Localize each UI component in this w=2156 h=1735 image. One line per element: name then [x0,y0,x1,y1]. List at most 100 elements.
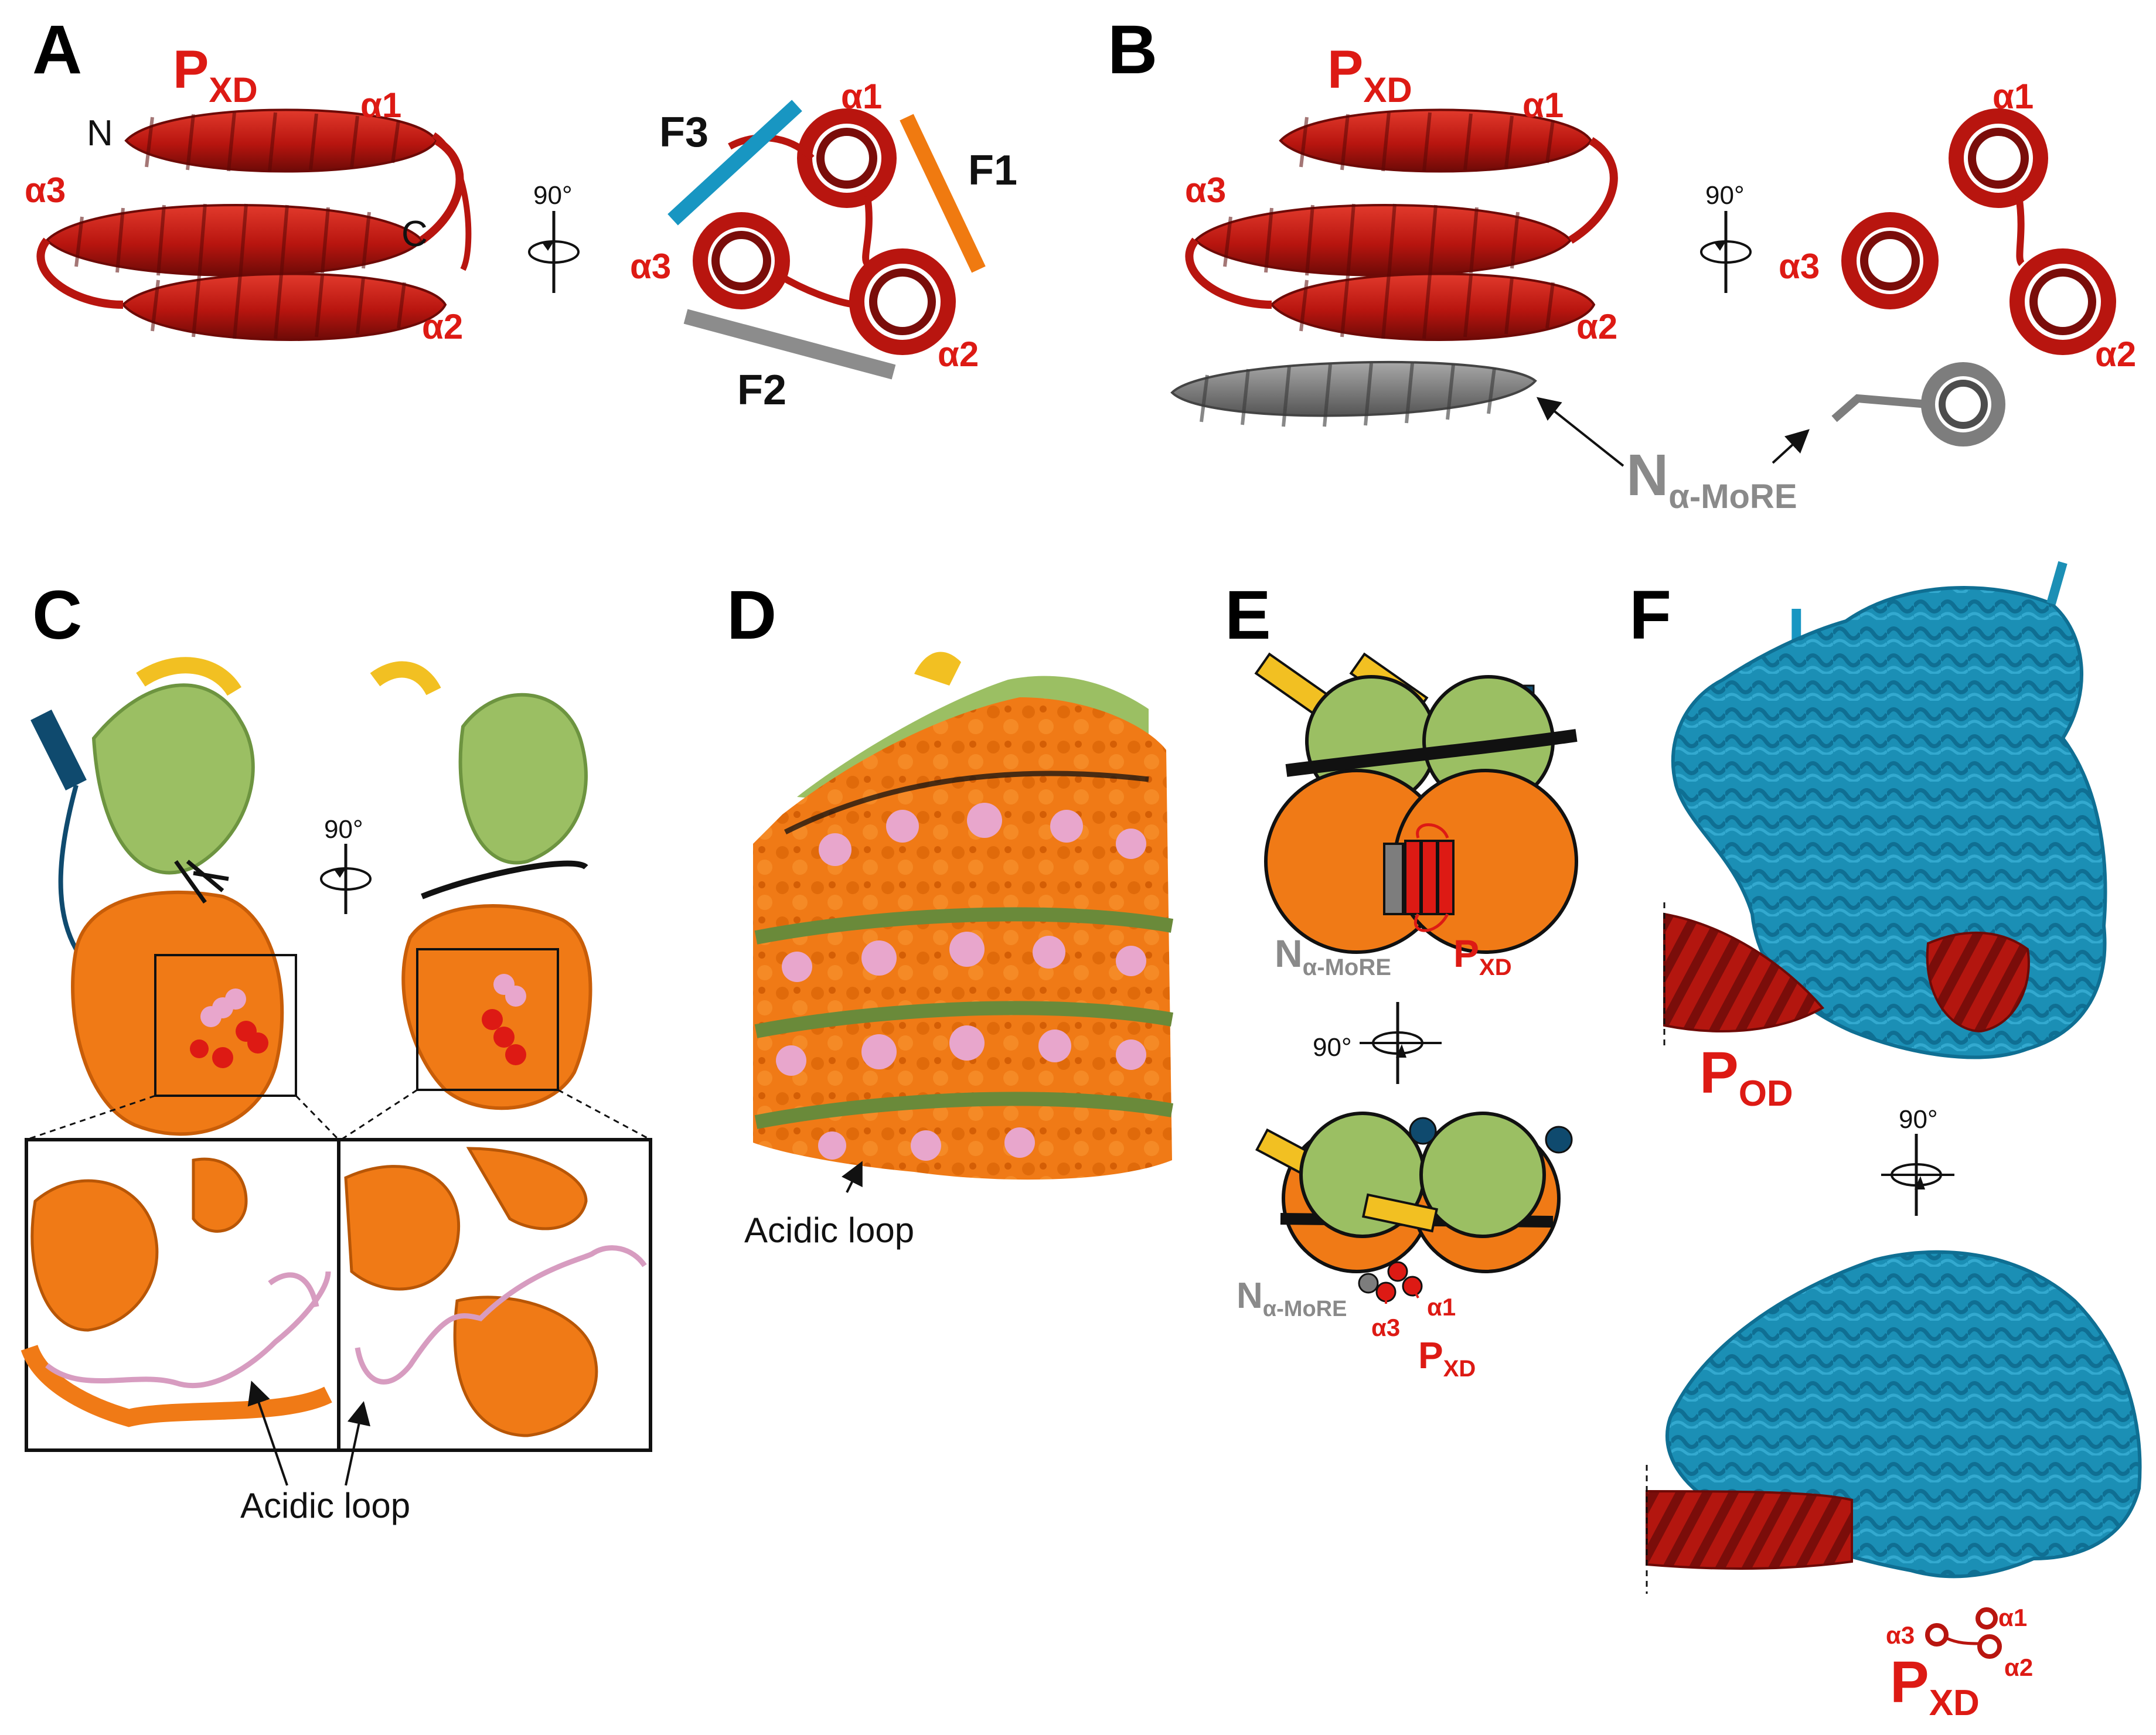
pxd-title-sub: XD [209,70,257,110]
a-side-alpha1: α1 [360,86,401,125]
e-top-partner-sub: α-MoRE [1263,1297,1347,1321]
f-pod-sub: OD [1739,1073,1793,1114]
b-pxd-bundle-top-view [1841,108,2116,355]
b-partner-label: Nα-MoRE [1626,442,1797,516]
c-zoom-right [337,1138,652,1452]
a-rotation-label: 90° [533,181,573,210]
c-structure-left [30,657,297,1136]
face-f1-bar [900,114,986,273]
b-arrow-side [1536,397,1624,467]
b-pxd-title-sub: XD [1363,70,1412,110]
b-top-alpha2: α2 [2095,335,2136,374]
a-top-alpha3: α3 [630,247,671,286]
b-rotation-label: 90° [1705,181,1745,210]
e-schematic-top [1255,1112,1573,1304]
c-arrow-left [247,1380,288,1486]
b-top-alpha3: α3 [1779,247,1820,286]
e-top-pxd-sub: XD [1443,1356,1476,1382]
panel-f: F L POD 90° [1629,561,2142,1723]
face-f3-label: F3 [659,109,709,156]
panel-d-letter: D [727,577,776,654]
c-rotation-symbol [320,844,372,914]
b-top-alpha1: α1 [1992,77,2034,116]
face-f2-label: F2 [737,367,786,414]
e-top-partner-label: Nα-MoRE [1237,1276,1347,1321]
a-rotation-symbol [528,211,580,293]
panel-d: D Acidic loop [727,577,1174,1250]
c-zoom-lines [26,1089,651,1141]
panel-b-pxd-title: PXD [1327,40,1412,110]
e-side-pxd-main: P [1453,932,1479,975]
panel-e: E Nα-MoRE PXD [1225,577,1578,1382]
pxd-bundle-top-view [693,108,956,355]
panel-b-letter: B [1108,11,1157,88]
c-structure-right [370,661,592,1110]
c-terminus-label: C [401,214,428,254]
a-side-alpha3: α3 [25,171,66,210]
b-pxd-title-main: P [1327,40,1363,100]
e-rotation-label: 90° [1313,1033,1352,1062]
f-pxd-mini-bundle [1925,1607,2002,1659]
b-partner-helix-side [1170,361,1537,427]
b-partner-sub: α-MoRE [1668,478,1797,516]
e-top-alpha3: α3 [1371,1314,1400,1341]
b-pxd-bundle-side-view [1185,108,1618,341]
b-arrow-top [1772,429,1810,464]
f-pod-helices-bottom [1646,1465,1853,1594]
pxd-title-main: P [173,40,209,100]
e-schematic-side [1254,652,1578,954]
a-top-alpha2: α2 [938,335,979,374]
c-rotation-label: 90° [324,815,363,844]
f-l-protein-top [1671,561,2107,1059]
f-pod-label: POD [1699,1040,1793,1114]
panel-a-letter: A [32,11,82,88]
a-side-alpha2: α2 [422,307,463,346]
f-rotation-symbol [1881,1134,1954,1216]
e-top-pxd-label: PXD [1418,1334,1476,1382]
d-nucleocapsid-surface [753,652,1174,1180]
c-acidic-loop-label: Acidic loop [240,1486,410,1525]
a-top-alpha1: α1 [841,77,882,116]
f-alpha2: α2 [2004,1654,2033,1681]
d-acidic-loop-label: Acidic loop [744,1211,914,1250]
b-side-alpha2: α2 [1576,307,1617,346]
e-top-pxd-main: P [1418,1334,1443,1376]
b-side-alpha1: α1 [1523,86,1564,125]
e-side-partner-main: N [1275,932,1303,975]
f-pxd-sub: XD [1929,1683,1980,1723]
f-pod-main: P [1699,1040,1739,1106]
e-side-partner-label: Nα-MoRE [1275,932,1391,980]
c-zoom-left [21,1138,340,1452]
face-f1-label: F1 [968,147,1017,194]
e-rotation-symbol [1360,1002,1442,1084]
panel-c: C 90° [21,577,652,1525]
f-pod-helices-top [1663,902,1825,1049]
e-side-pxd-sub: XD [1479,955,1512,980]
f-alpha3: α3 [1886,1621,1915,1649]
panel-a: A PXD N C α1 α3 α2 90° [25,11,1017,414]
b-rotation-symbol [1700,211,1752,293]
f-rotation-label: 90° [1899,1105,1938,1134]
f-pxd-label: PXD [1890,1649,1980,1723]
e-top-alpha1: α1 [1427,1293,1456,1321]
panel-a-pxd-title: PXD [173,40,258,110]
b-side-alpha3: α3 [1185,171,1226,210]
panel-f-letter: F [1629,577,1671,654]
f-alpha1: α1 [1998,1604,2027,1631]
e-top-partner-main: N [1237,1276,1263,1316]
e-side-partner-sub: α-MoRE [1303,955,1391,980]
panel-c-letter: C [32,577,82,654]
b-partner-helix-top [1831,362,2005,446]
e-side-pxd-label: PXD [1453,932,1512,980]
panel-e-letter: E [1225,577,1271,654]
face-f2-bar [683,309,896,380]
f-pxd-main: P [1890,1649,1929,1715]
n-terminus-label: N [87,113,113,154]
d-arrow [842,1161,863,1193]
c-arrow-right [345,1401,371,1486]
pxd-bundle-side-view [36,108,472,341]
face-f3-bar [667,100,802,226]
panel-b: B PXD α1 α3 α2 [1108,11,2136,516]
b-partner-main: N [1626,442,1668,508]
